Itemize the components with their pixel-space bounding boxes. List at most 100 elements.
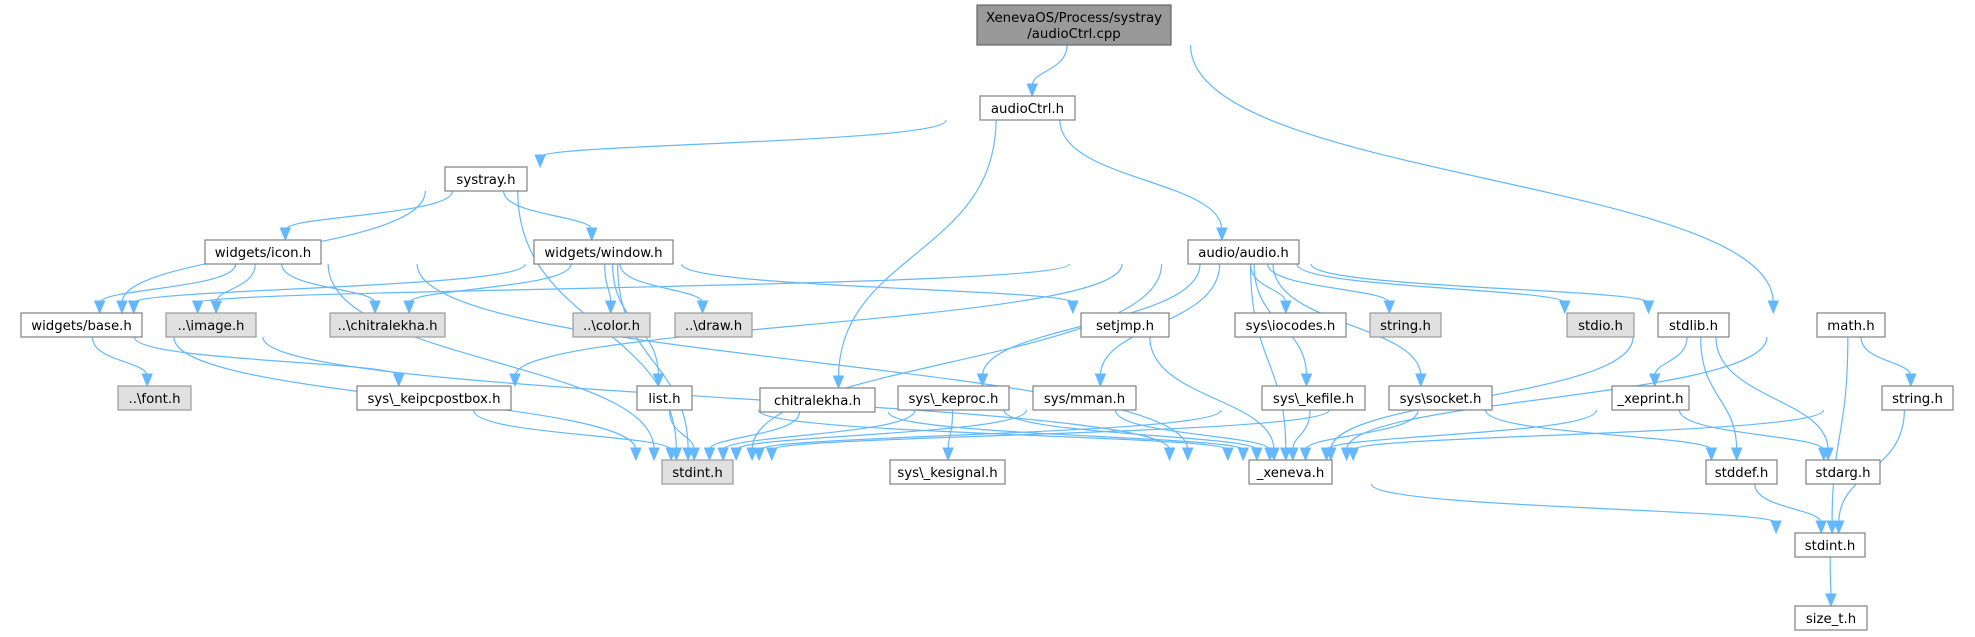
arrowhead-stddef_h-to-stdint_h [1815,520,1827,535]
node-systray-h[interactable]: systray.h [444,166,528,192]
node-stdint-ext[interactable]: stdint.h [661,459,734,485]
arrowhead-window_h-to-list_h [652,373,665,388]
edge-base_h-to-xeneva_h [262,336,1171,451]
arrowhead-icon_h-to-image_h [210,300,222,315]
node-box [674,312,753,338]
node-label: sys\_kefile.h [1273,392,1354,407]
arrowhead-audio_h-to-stdlib_h [1642,300,1655,315]
node-chitralekha-h[interactable]: chitralekha.h [759,387,876,413]
edge-xeneva_h-to-stdint_h [1370,483,1777,524]
node-label: sys/mman.h [1044,392,1125,407]
node-icon-h[interactable]: widgets/icon.h [204,239,322,265]
node-audioCtrl-h[interactable]: audioCtrl.h [979,95,1076,121]
arrowhead-base_h-to-stdint_ext [630,447,642,462]
node-box [661,459,734,485]
arrowhead-audio_h-to-iocodes_h [1280,300,1292,315]
node-box [444,166,528,192]
node-image-h[interactable]: ..\image.h [165,312,257,338]
node-box [1705,459,1778,485]
edge-math_h-to-xeneva_h [1345,336,1768,451]
edge-base_h-to-font_h [91,336,148,377]
node-size-t-h[interactable]: size_t.h [1794,605,1868,631]
node-xeprint-h[interactable]: _xeprint.h [1611,385,1690,411]
node-window-h[interactable]: widgets/window.h [533,239,674,265]
node-root[interactable]: XenevaOS/Process/systray/audioCtrl.cpp [976,4,1172,46]
arrowhead-icon_h-to-xeneva_h [1182,447,1194,462]
edge-stdint_h-to-size_t_h [1829,556,1832,597]
node-box [636,385,693,411]
node-string-h[interactable]: string.h [1881,385,1954,411]
node-stdlib-h[interactable]: stdlib.h [1657,312,1730,338]
node-label: _xeneva.h [1256,466,1325,481]
arrowhead-root-to-math_h [1767,300,1780,315]
arrowhead-stdlib_h-to-xeprint_h [1649,373,1661,388]
node-string-ext[interactable]: string.h [1369,312,1442,338]
node-draw-h[interactable]: ..\draw.h [674,312,753,338]
node-audio-h[interactable]: audio/audio.h [1187,239,1300,265]
node-box [1261,385,1366,411]
edge-keproc_h-to-kesignal_h [947,409,954,451]
edge-chitralekha_h-to-stdint_ext [708,411,801,451]
node-color-h[interactable]: ..\color.h [572,312,651,338]
node-box [979,95,1076,121]
node-kesignal-h[interactable]: sys\_kesignal.h [889,459,1006,485]
arrowhead-audio_h-to-string_ext [1383,300,1396,315]
edge-stdlib_h-to-stdarg_h [1715,336,1829,451]
node-label: setjmp.h [1096,319,1154,334]
node-base-h[interactable]: widgets/base.h [20,312,143,338]
edge-keproc_h-to-stdint_ext [722,409,916,451]
edge-math_h-to-stdint_h [1831,336,1849,524]
edge-list_h-to-stdint_ext [668,409,695,451]
node-stddef-h[interactable]: stddef.h [1705,459,1778,485]
arrowhead-chitralekha_h-to-stdint_ext [703,447,716,462]
edge-window_h-to-base_h [133,263,526,304]
node-label: stdarg.h [1815,466,1870,481]
node-list-h[interactable]: list.h [636,385,693,411]
arrowhead-window_h-to-color_h [604,300,617,315]
node-box [572,312,651,338]
edge-socket_h-to-xeneva_h [1304,409,1419,451]
node-socket-h[interactable]: sys\socket.h [1388,385,1493,411]
node-stdarg-h[interactable]: stdarg.h [1805,459,1881,485]
edge-audioCtrl_h-to-systray_h [539,119,947,158]
arrowhead-kefile_h-to-stdint_ext [753,447,765,462]
node-iocodes-h[interactable]: sys\iocodes.h [1234,312,1347,338]
node-label: audio/audio.h [1198,246,1289,261]
edge-keipcpostbox_h-to-stdint_ext [472,409,672,451]
node-stdint-h[interactable]: stdint.h [1794,532,1866,558]
arrowhead-audio_h-to-keproc_h [976,373,989,388]
arrowhead-audio_h-to-socket_h [1415,373,1427,388]
node-label: stdint.h [1805,539,1856,554]
node-keproc-h[interactable]: sys\_keproc.h [897,385,1010,411]
edge-root-to-math_h [1189,44,1774,304]
arrowhead-audioCtrl_h-to-audio_h [1216,227,1228,242]
node-keipcpostbox-h[interactable]: sys\_keipcpostbox.h [356,385,512,411]
node-box [1248,459,1333,485]
arrowhead-systray_h-to-icon_h [279,227,292,242]
node-chitralekha-ext[interactable]: ..\chitralekha.h [329,312,446,338]
node-label: string.h [1892,392,1943,407]
edge-string_h-to-xeneva_h [1352,409,1825,451]
node-font-h[interactable]: ..\font.h [117,385,192,411]
arrowhead-window_h-to-base_h [127,300,140,315]
arrowhead-xeneva_h-to-stdint_h [1770,520,1782,535]
node-box [1794,605,1868,631]
node-label: stdint.h [672,466,723,481]
node-setjmp-h[interactable]: setjmp.h [1080,312,1170,338]
node-kefile-h[interactable]: sys\_kefile.h [1261,385,1366,411]
node-box [1234,312,1347,338]
edge-audio_h-to-string_ext [1267,263,1390,304]
edge-kefile_h-to-stdint_ext [758,409,1222,451]
edge-systray_h-to-icon_h [284,190,454,231]
node-box [897,385,1010,411]
arrowhead-audioCtrl_h-to-chitralekha_h [832,375,845,390]
edge-audio_h-to-stdio_h [1296,263,1566,304]
node-stdio-h[interactable]: stdio.h [1566,312,1635,338]
edge-math_h-to-string_h [1860,336,1912,377]
node-math-h[interactable]: math.h [1816,312,1886,338]
node-label: string.h [1380,319,1431,334]
arrowhead-base_h-to-xeneva_h [1163,447,1176,462]
node-mman-h[interactable]: sys/mman.h [1032,385,1137,411]
node-label: XenevaOS/Process/systray [986,11,1162,26]
node-xeneva-h[interactable]: _xeneva.h [1248,459,1333,485]
